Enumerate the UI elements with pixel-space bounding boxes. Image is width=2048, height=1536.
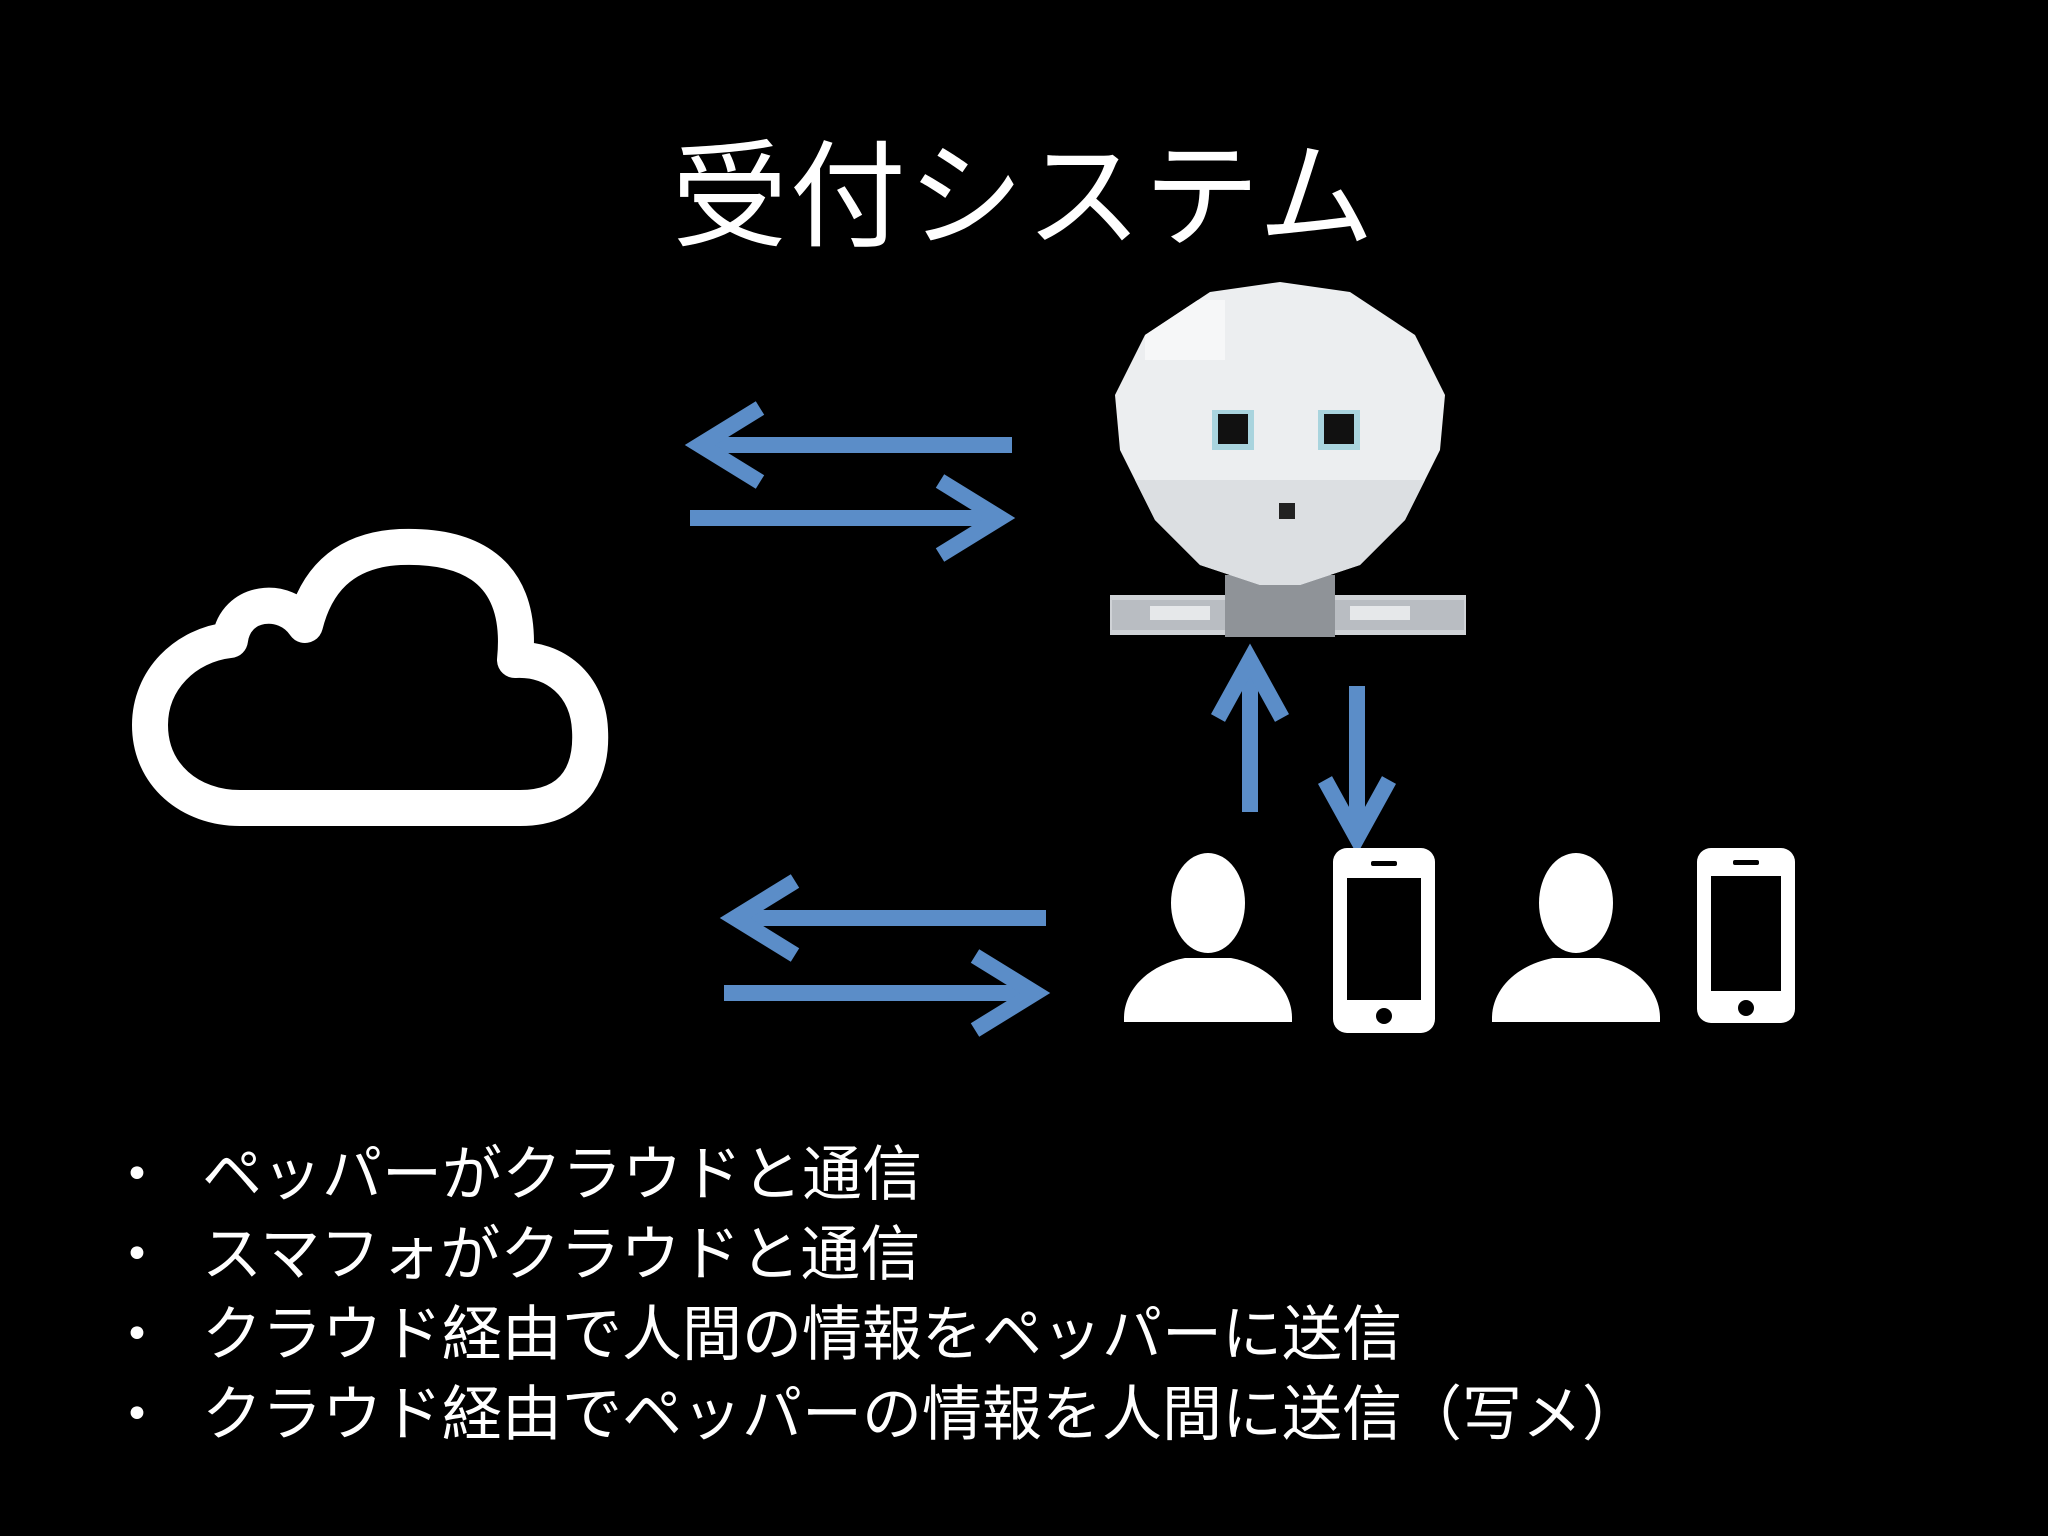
- bullet-item: • クラウド経由でペッパーの情報を人間に送信（写メ）: [118, 1375, 1642, 1455]
- bullet-dot: •: [124, 1309, 150, 1360]
- arrow-pepper-to-phone: [1317, 686, 1397, 855]
- smartphone-icon: [1697, 848, 1795, 1023]
- bullet-text: スマフォがクラウドと通信: [202, 1220, 921, 1290]
- arrow-cloud-to-pepper: [690, 474, 1016, 562]
- bullet-item: • クラウド経由で人間の情報をペッパーに送信: [118, 1295, 1642, 1375]
- arrow-pepper-to-cloud: [684, 401, 1012, 489]
- arrow-user-to-pepper: [1210, 643, 1290, 812]
- bullet-text: クラウド経由でペッパーの情報を人間に送信（写メ）: [202, 1380, 1642, 1450]
- slide-title: 受付システム: [671, 130, 1377, 265]
- cloud-icon: [132, 528, 609, 826]
- bullet-dot: •: [124, 1229, 150, 1280]
- person-icon: [1124, 853, 1292, 1022]
- bullet-dot: •: [124, 1389, 150, 1440]
- bullet-item: • スマフォがクラウドと通信: [118, 1215, 1642, 1295]
- bullet-text: クラウド経由で人間の情報をペッパーに送信: [202, 1300, 1402, 1370]
- person-icon: [1492, 853, 1660, 1022]
- smartphone-icon: [1333, 848, 1435, 1033]
- bullet-dot: •: [124, 1149, 150, 1200]
- bullet-text: ペッパーがクラウドと通信: [202, 1140, 922, 1210]
- bullet-list: • ペッパーがクラウドと通信 • スマフォがクラウドと通信 • クラウド経由で人間の情…: [118, 1135, 1642, 1455]
- arrow-users-to-cloud: [719, 874, 1046, 962]
- arrow-cloud-to-users: [724, 949, 1051, 1037]
- pepper-robot-image: [1110, 282, 1466, 637]
- bullet-item: • ペッパーがクラウドと通信: [118, 1135, 1642, 1215]
